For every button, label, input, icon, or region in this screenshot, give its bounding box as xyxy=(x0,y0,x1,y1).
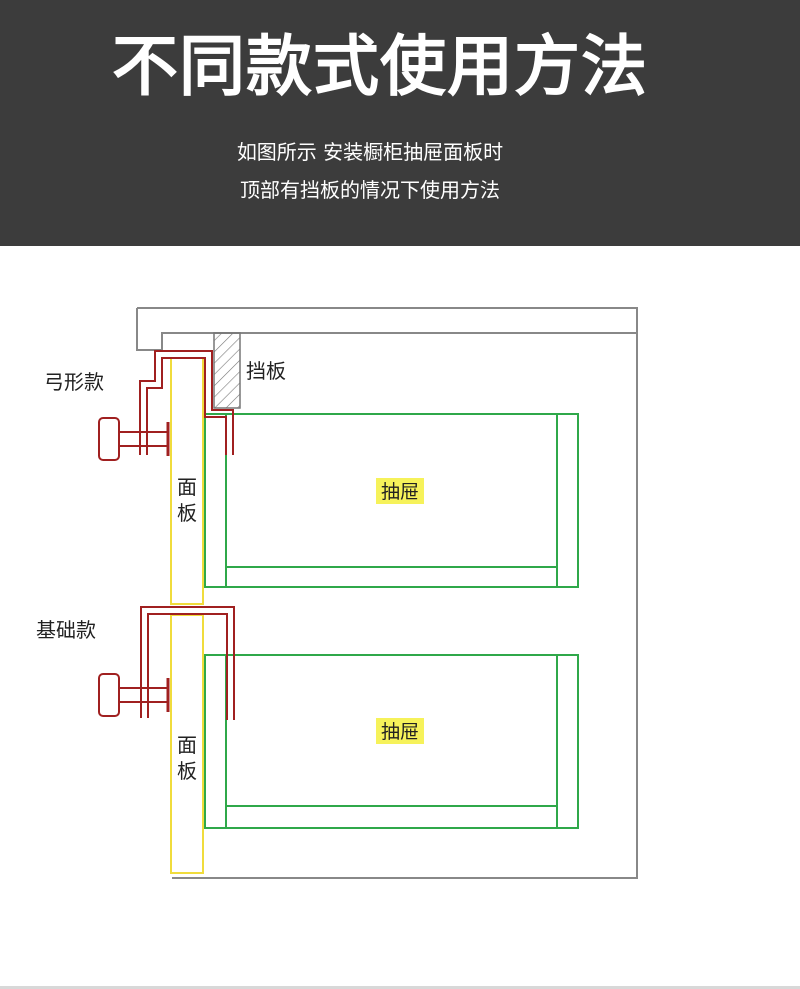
bow-style-clamp xyxy=(98,350,234,461)
drawer-bottom-label-highlight xyxy=(376,718,424,744)
drawer-top-label: 抽屉 xyxy=(381,481,419,503)
bottom-divider xyxy=(0,986,800,989)
cabinet-outline xyxy=(136,307,638,879)
baffle-label: 挡板 xyxy=(246,359,286,383)
panel-top-char-2: 板 xyxy=(177,501,197,525)
panel-top-char-1: 面 xyxy=(177,475,197,499)
subtitle-line-1: 如图所示 安装橱柜抽屉面板时 xyxy=(236,140,504,164)
bow-style-label: 弓形款 xyxy=(44,370,104,394)
basic-style-label: 基础款 xyxy=(36,618,96,642)
panel-bottom-char-2: 板 xyxy=(177,759,197,783)
header-banner: 不同款式使用方法 如图所示 安装橱柜抽屉面板时 顶部有挡板的情况下使用方法 xyxy=(0,0,800,246)
basic-style-clamp xyxy=(98,606,235,720)
drawer-bottom-label: 抽屉 xyxy=(381,721,419,743)
subtitle-line-2: 顶部有挡板的情况下使用方法 xyxy=(240,178,500,202)
page-title: 不同款式使用方法 xyxy=(112,28,648,105)
panel-bottom-char-1: 面 xyxy=(177,733,197,757)
baffle-block xyxy=(213,332,241,409)
drawer-top-label-highlight xyxy=(376,478,424,504)
